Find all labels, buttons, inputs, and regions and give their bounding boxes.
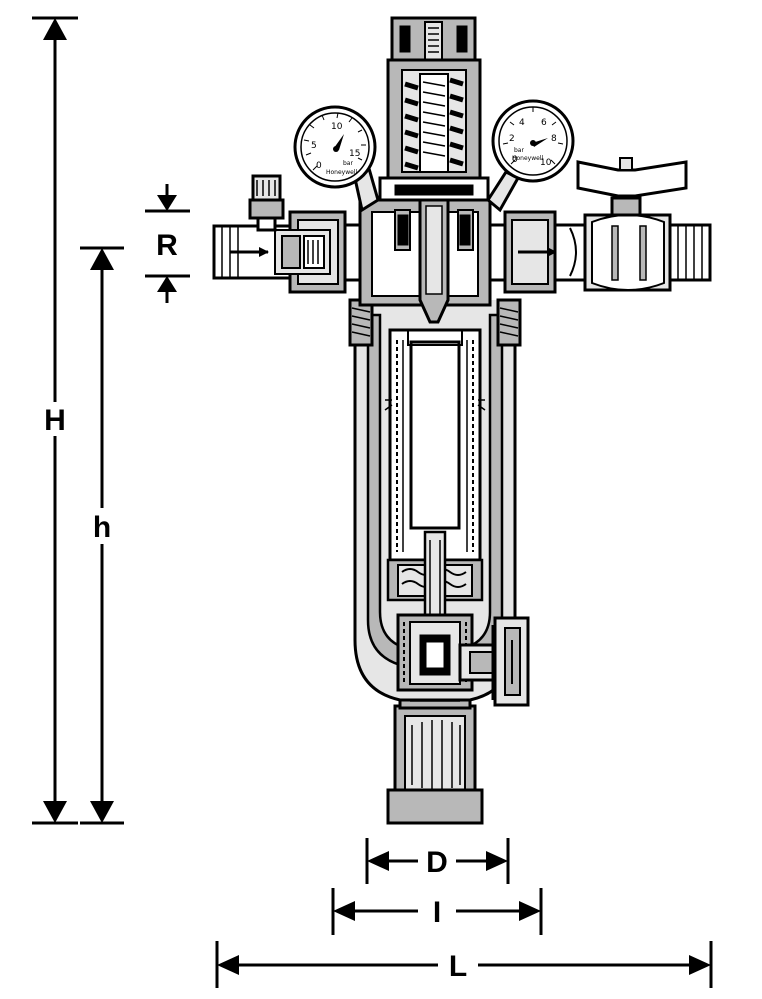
gauge-left-tick-0: 0 <box>316 161 322 171</box>
inlet-check-valve <box>274 229 331 275</box>
gauge-left-needle <box>334 134 344 150</box>
dimension-H: H <box>32 16 78 825</box>
gauge-left-tick-2: 10 <box>331 122 343 132</box>
outlet-pressure-gauge: 0 2 4 6 8 10 bar Honeywell <box>486 99 575 213</box>
gauge-right-unit: bar <box>514 147 524 154</box>
dimension-L: L <box>215 941 713 988</box>
gauge-right-tick-3: 6 <box>541 118 547 128</box>
dimension-R: R <box>145 184 190 303</box>
filter-screen <box>384 328 486 622</box>
backwash-valve <box>396 613 474 692</box>
drain-outlet <box>386 678 484 825</box>
gauge-right-tick-4: 8 <box>551 134 557 144</box>
gauge-right-tick-0: 0 <box>512 155 518 165</box>
dim-label-R: R <box>156 229 178 262</box>
gauge-right-tick-2: 4 <box>519 118 525 128</box>
gauge-left-tick-3: 15 <box>349 149 360 159</box>
pressure-regulator <box>378 16 490 324</box>
gauge-left-unit: bar <box>343 160 353 167</box>
dim-label-L: L <box>449 950 467 983</box>
dim-label-I: I <box>433 896 441 929</box>
gauge-left-tick-1: 5 <box>311 141 317 151</box>
dim-label-H: H <box>44 404 66 437</box>
dim-label-D: D <box>426 846 448 879</box>
gauge-left-brand: Honeywell <box>326 169 357 176</box>
drain-valve-handle <box>458 616 530 707</box>
gauge-right-needle <box>532 138 548 147</box>
inlet-pressure-gauge: 0 5 10 15 bar Honeywell <box>293 105 380 213</box>
dim-label-h: h <box>93 511 111 544</box>
outlet-ball-valve <box>553 157 712 292</box>
gauge-right-brand: Honeywell <box>512 155 543 162</box>
dimension-I: I <box>331 888 543 935</box>
air-vent-cap <box>248 174 285 232</box>
dimension-D: D <box>365 838 510 884</box>
gauge-right-tick-5: 10 <box>540 158 552 168</box>
dimension-h: h <box>80 246 124 825</box>
gauge-right-tick-1: 2 <box>509 134 515 144</box>
